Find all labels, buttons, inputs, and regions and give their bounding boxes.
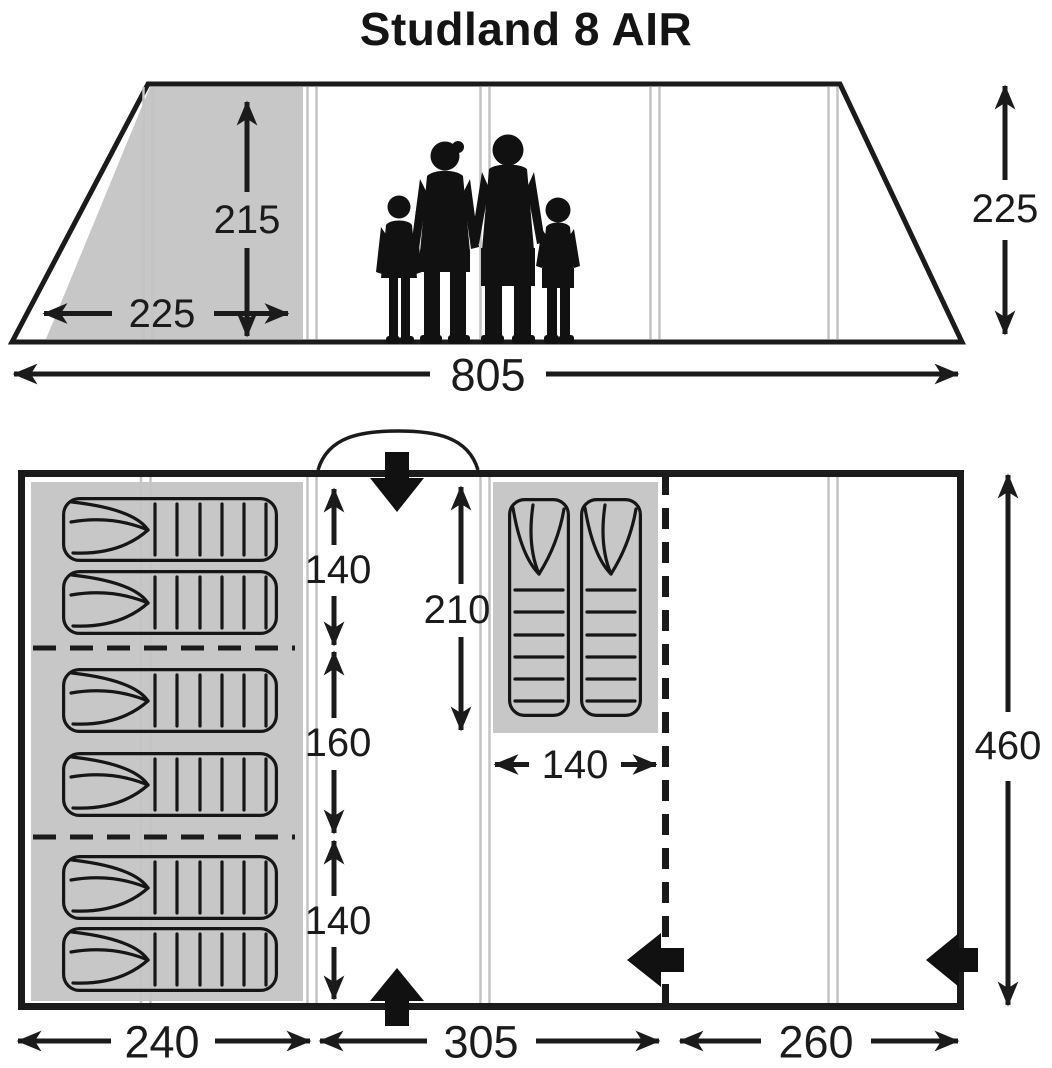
floor-plan-view: 140 160 140 210 — [16, 429, 1042, 1068]
family-silhouette — [376, 134, 580, 344]
dim-side-bedroom-length: 210 — [424, 485, 491, 732]
seam-lines-plan — [139, 477, 839, 1003]
man-silhouette — [471, 134, 545, 344]
side-elevation-view: 215 225 805 225 — [7, 81, 1039, 401]
dim-label-total-length: 805 — [450, 350, 525, 401]
shaded-bedroom-side-pod — [493, 482, 658, 733]
dim-total-depth: 460 — [975, 473, 1042, 1007]
dim-label-side-bedroom-width: 140 — [542, 743, 609, 787]
dim-label-side-bedroom-length: 210 — [424, 588, 491, 632]
entrance-arrow-inner-door-icon — [627, 933, 684, 987]
dim-label-bedroom-depth: 225 — [129, 292, 196, 336]
dim-section-length-2: 305 — [318, 1017, 661, 1068]
entrance-arrow-front-bottom-icon — [370, 968, 424, 1026]
dim-label-section-length-1: 240 — [124, 1017, 199, 1068]
door-opening-arc — [316, 429, 480, 471]
dim-entrance-height: 225 — [972, 84, 1039, 336]
boy-silhouette — [536, 197, 580, 344]
dim-interior-height: 215 — [214, 100, 281, 338]
dim-section-length-3: 260 — [678, 1017, 960, 1068]
dim-label-section-length-2: 305 — [443, 1017, 518, 1068]
dim-bedroom-section-1: 140 — [305, 487, 372, 647]
dim-label-interior-height: 215 — [214, 198, 281, 242]
dim-side-bedroom-width: 140 — [493, 743, 658, 787]
dim-label-total-depth: 460 — [975, 724, 1042, 768]
entrance-arrow-side-door-icon — [926, 933, 978, 987]
shaded-bedroom-left — [31, 482, 303, 1001]
dim-bedroom-depth: 225 — [42, 292, 290, 336]
dim-total-length: 805 — [12, 350, 960, 401]
dim-bedroom-section-3: 140 — [305, 839, 372, 1001]
dim-bedroom-section-2: 160 — [305, 650, 372, 835]
woman-silhouette — [411, 141, 479, 344]
dim-label-section-length-3: 260 — [778, 1017, 853, 1068]
dim-section-length-1: 240 — [16, 1017, 312, 1068]
dim-label-bedroom-section-2: 160 — [305, 721, 372, 765]
page-title: Studland 8 AIR — [359, 3, 693, 55]
dim-label-bedroom-section-1: 140 — [305, 548, 372, 592]
entrance-arrow-front-top-icon — [370, 452, 424, 512]
shaded-bedroom-side — [46, 87, 303, 339]
dim-label-bedroom-section-3: 140 — [305, 899, 372, 943]
dim-label-entrance-height: 225 — [972, 187, 1039, 231]
